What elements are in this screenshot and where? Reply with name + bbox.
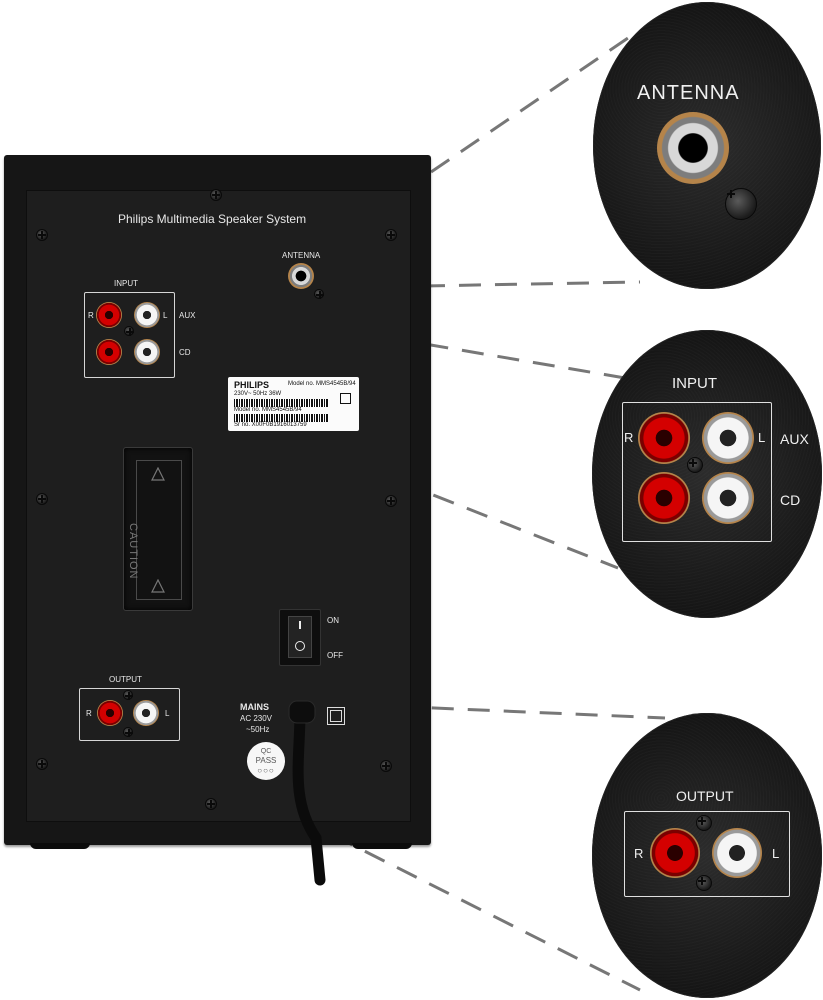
zoom-antenna: ANTENNA xyxy=(593,2,821,289)
cd-label: CD xyxy=(179,348,191,357)
zoom-output-left-jack xyxy=(712,828,762,878)
on-mark-icon xyxy=(299,621,301,629)
screw xyxy=(36,229,48,241)
zoom-screw xyxy=(687,457,703,473)
off-label: OFF xyxy=(327,651,343,660)
screw xyxy=(36,493,48,505)
qc-pass-sticker: QC PASS ○○○ xyxy=(247,742,285,780)
on-label: ON xyxy=(327,616,339,625)
screw xyxy=(123,690,133,700)
zoom-aux-left-jack xyxy=(702,412,754,464)
input-label: INPUT xyxy=(114,279,138,288)
antenna-jack[interactable] xyxy=(288,263,314,289)
aux-label: AUX xyxy=(179,311,196,320)
zoom-antenna-label: ANTENNA xyxy=(637,82,740,104)
qc-line-1: QC xyxy=(260,748,272,755)
screw xyxy=(36,758,48,770)
zoom-input: INPUT R L AUX CD xyxy=(592,330,822,618)
zoom-screw xyxy=(696,815,712,831)
lightning-triangle-icon xyxy=(151,579,165,593)
label-serial: Sr no. X00F0B1916013759 xyxy=(234,422,307,428)
cd-right-jack[interactable] xyxy=(96,339,122,365)
zoom-aux-label: AUX xyxy=(780,431,809,447)
screw xyxy=(210,189,222,201)
zoom-output-frame xyxy=(624,811,790,897)
screw xyxy=(205,798,217,810)
zoom-antenna-jack xyxy=(657,112,729,184)
double-insulation-icon xyxy=(327,707,345,725)
off-mark-icon xyxy=(295,641,305,651)
antenna-label: ANTENNA xyxy=(282,251,321,260)
callout-antenna-top xyxy=(311,36,629,255)
label-rating: 230V~ 50Hz 36W xyxy=(234,391,282,397)
switch-rocker[interactable] xyxy=(288,616,312,658)
zoom-cd-left-jack xyxy=(702,472,754,524)
zoom-output-l: L xyxy=(772,846,780,861)
aux-left-jack[interactable] xyxy=(134,302,160,328)
screw xyxy=(385,495,397,507)
screw xyxy=(124,326,134,336)
aux-right-jack[interactable] xyxy=(96,302,122,328)
zoom-aux-right-jack xyxy=(638,412,690,464)
qc-line-2: PASS xyxy=(255,756,277,765)
cd-left-jack[interactable] xyxy=(134,339,160,365)
cabinet-foot xyxy=(30,843,90,849)
label-model-line: Model no. MMS4545B/94 xyxy=(234,407,302,413)
output-label: OUTPUT xyxy=(109,675,142,684)
screw xyxy=(385,229,397,241)
output-frame xyxy=(79,688,180,741)
barcode xyxy=(234,399,329,407)
zoom-output-r: R xyxy=(634,846,644,861)
screw xyxy=(314,289,324,299)
zoom-cd-label: CD xyxy=(780,492,801,508)
warning-triangle-icon xyxy=(151,467,165,481)
qc-line-3: ○○○ xyxy=(257,766,275,775)
input-r-label: R xyxy=(88,311,94,320)
cabinet-foot xyxy=(352,843,412,849)
zoom-input-title: INPUT xyxy=(672,375,717,392)
brand-text: Philips Multimedia Speaker System xyxy=(118,212,307,226)
zoom-cd-right-jack xyxy=(638,472,690,524)
mains-frequency: ~50Hz xyxy=(246,725,270,734)
input-frame xyxy=(84,292,175,378)
output-left-jack[interactable] xyxy=(133,700,159,726)
zoom-screw xyxy=(725,188,757,220)
screw xyxy=(380,760,392,772)
mains-voltage: AC 230V xyxy=(240,714,273,723)
label-brand: PHILIPS xyxy=(234,380,270,390)
zoom-output-title: OUTPUT xyxy=(676,788,734,804)
label-model: Model no. MMS4545B/94 xyxy=(288,381,356,387)
output-right-jack[interactable] xyxy=(97,700,123,726)
mains-label: MAINS xyxy=(240,702,269,712)
power-switch[interactable] xyxy=(279,609,321,666)
zoom-screw xyxy=(696,875,712,891)
zoom-output-right-jack xyxy=(650,828,700,878)
warning-plate: CAUTION xyxy=(123,447,193,611)
double-insulation-icon xyxy=(340,393,351,404)
warning-plate-inner: CAUTION xyxy=(127,460,182,600)
zoom-input-r: R xyxy=(624,430,634,445)
output-r-label: R xyxy=(86,709,92,718)
zoom-input-l: L xyxy=(758,430,766,445)
input-l-label: L xyxy=(163,311,168,320)
screw xyxy=(123,727,133,737)
barcode xyxy=(234,414,329,422)
output-l-label: L xyxy=(165,709,170,718)
zoom-input-frame xyxy=(622,402,772,542)
zoom-output: OUTPUT R L xyxy=(592,713,822,998)
rating-label: PHILIPS Model no. MMS4545B/94 230V~ 50Hz… xyxy=(228,377,359,431)
